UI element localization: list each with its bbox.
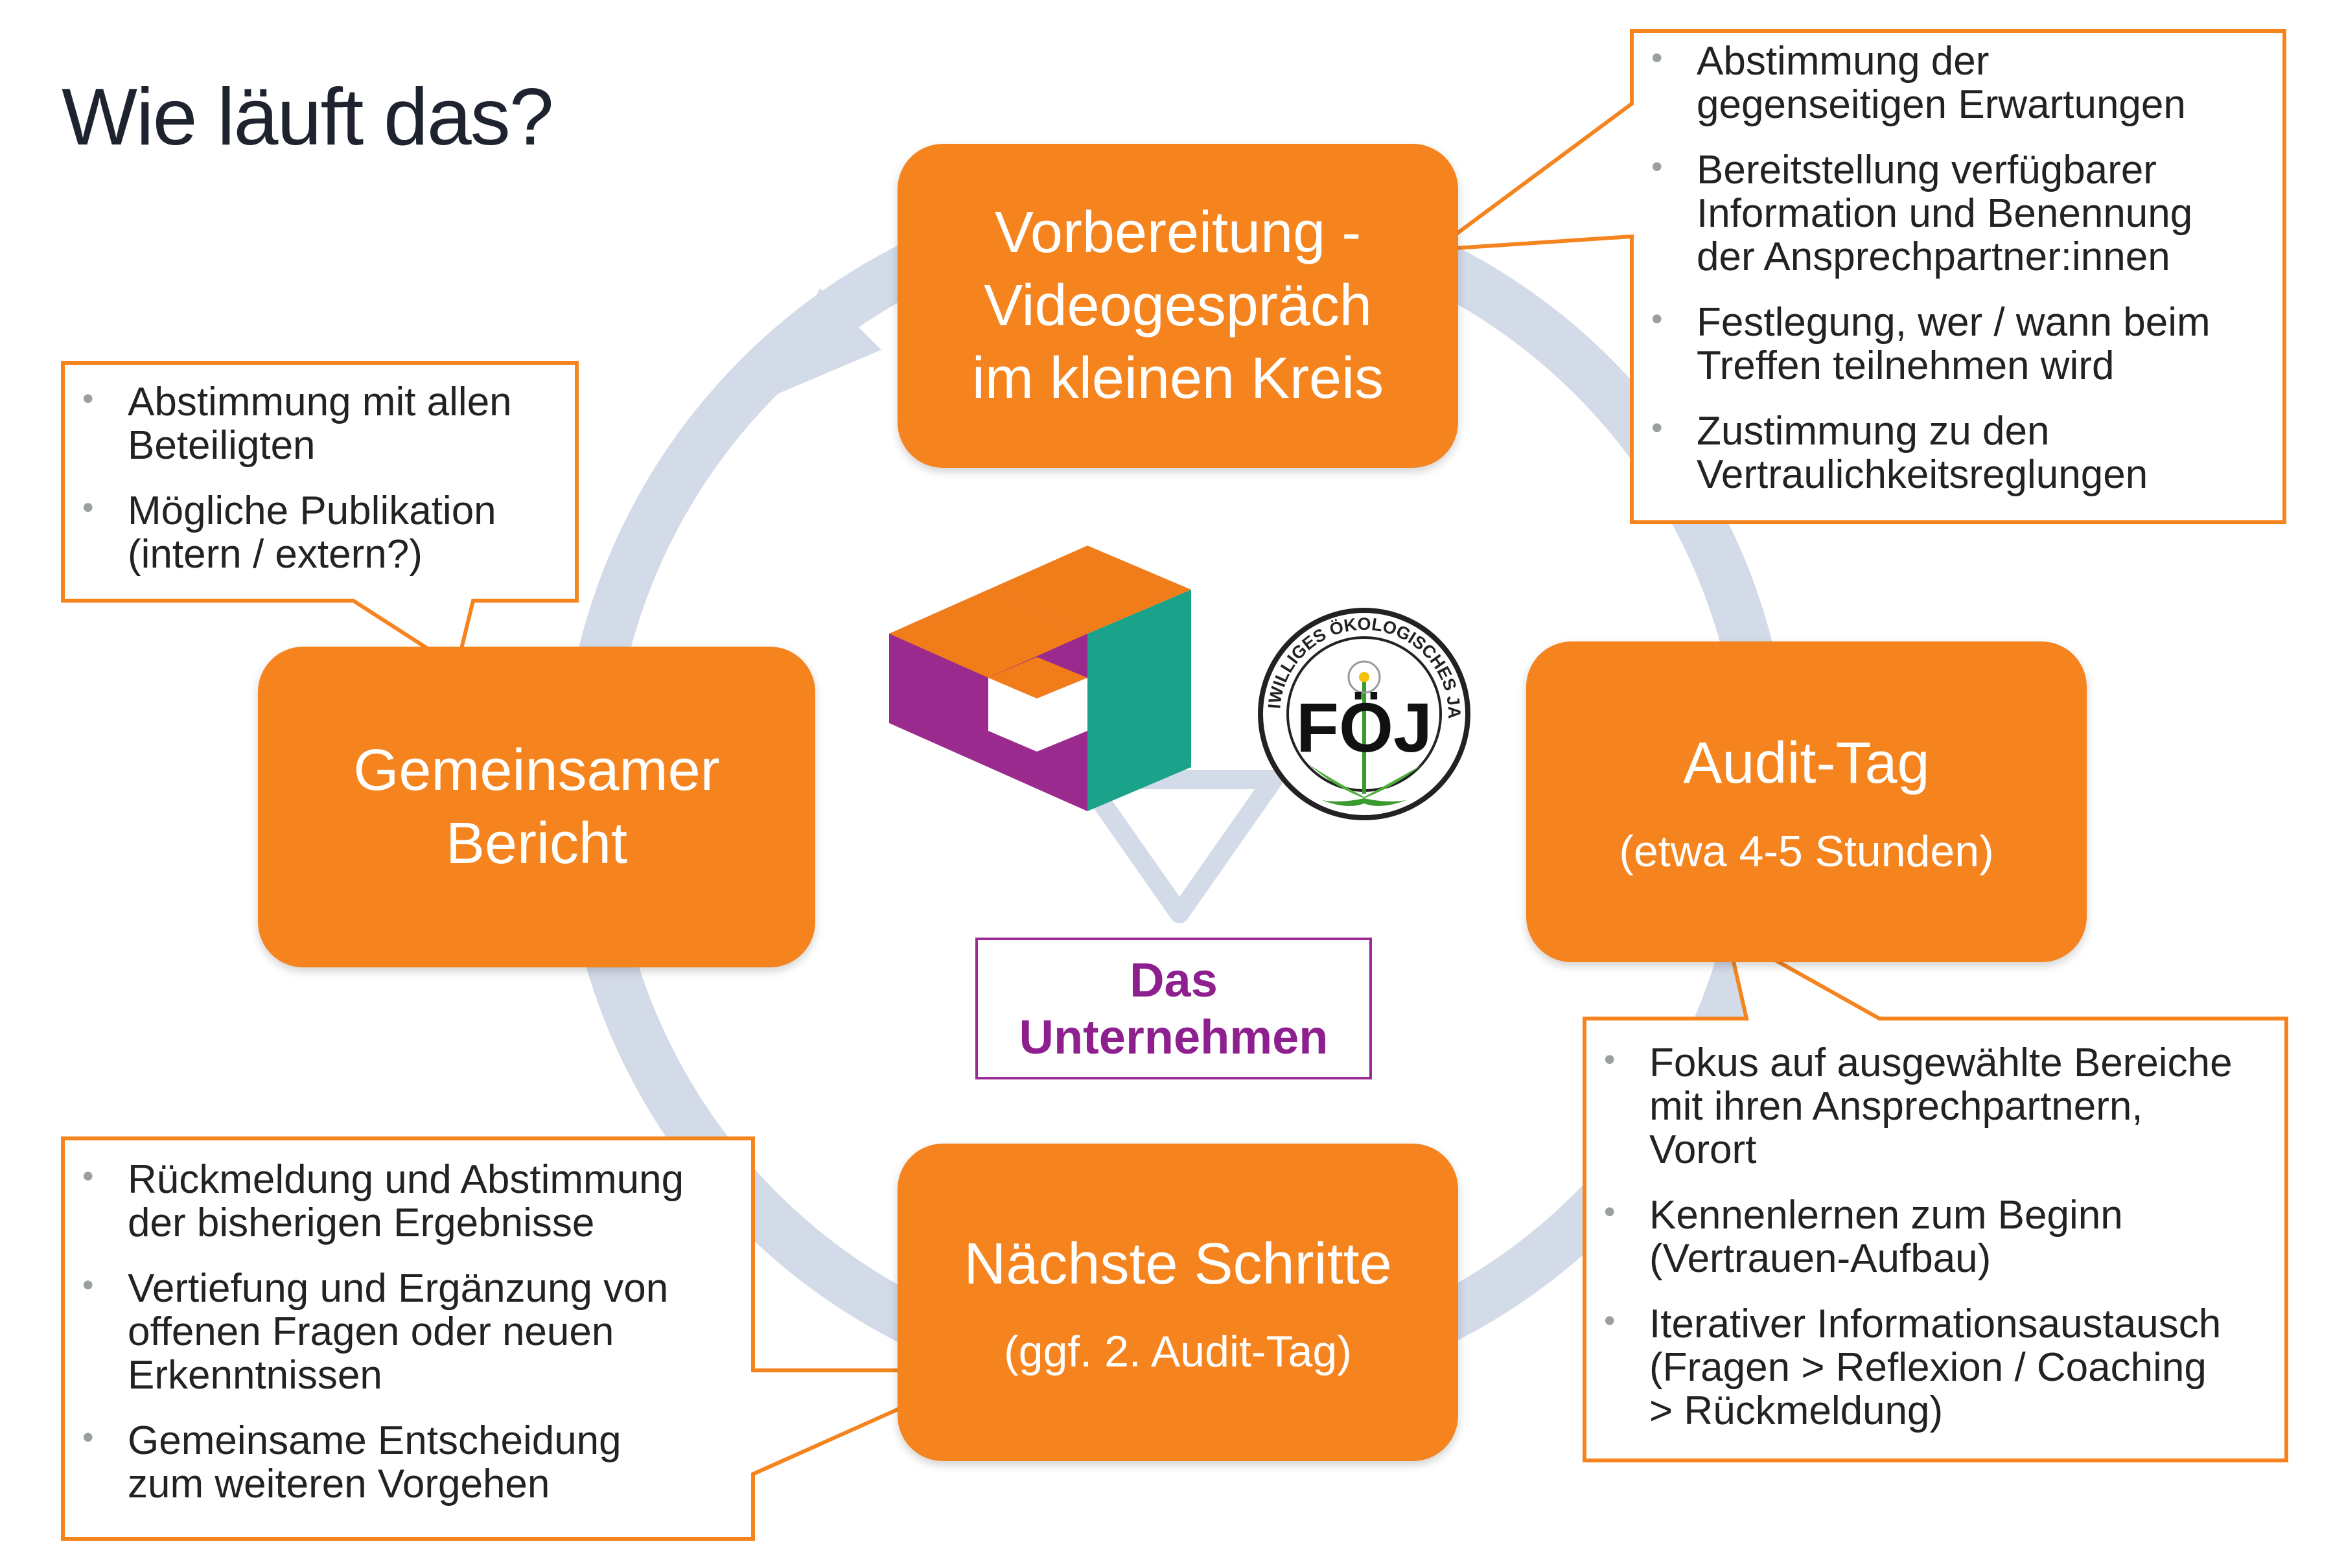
node-joint-report-line-2: Bericht — [445, 811, 628, 876]
node-preparation: Vorbereitung - Videogespräch im kleinen … — [898, 144, 1458, 468]
company-label-line-2: Unternehmen — [1019, 1009, 1329, 1064]
list-item-line: Rückmeldung und Abstimmung — [128, 1157, 684, 1202]
list-item-line: (intern / extern?) — [128, 531, 423, 577]
list-item-line: Gemeinsame Entscheidung — [128, 1418, 621, 1463]
list-item-line: Mögliche Publikation — [128, 488, 496, 533]
list-item: Zustimmung zu den Vertraulichkeitsreglun… — [1632, 408, 2280, 497]
list-item: Kennenlernen zum Beginn (Vertrauen-Aufba… — [1584, 1192, 2284, 1281]
callout-bottom-left-list: Rückmeldung und Abstimmung der bisherige… — [63, 1157, 750, 1506]
node-joint-report: Gemeinsamer Bericht — [258, 647, 815, 967]
foej-letters: FÖJ — [1296, 688, 1432, 767]
list-item-line: (Vertrauen-Aufbau) — [1649, 1236, 1991, 1281]
node-joint-report-line-1: Gemeinsamer — [353, 738, 720, 803]
cycle-arrowhead — [771, 288, 881, 397]
list-item-line: Treffen teilnehmen wird — [1697, 343, 2115, 388]
node-preparation-line-1: Vorbereitung - — [994, 200, 1362, 266]
node-next-steps: Nächste Schritte (ggf. 2. Audit-Tag) — [898, 1144, 1458, 1461]
callout-bottom-left: Rückmeldung und Abstimmung der bisherige… — [63, 1157, 750, 1528]
list-item: Abstimmung der gegenseitigen Erwartungen — [1632, 40, 2280, 127]
list-item-line: zum weiteren Vorgehen — [128, 1461, 550, 1506]
node-next-steps-label: Nächste Schritte — [964, 1231, 1392, 1297]
callout-bottom-right: Fokus auf ausgewählte Bereiche mit ihren… — [1584, 1041, 2284, 1455]
list-item-line: Information und Benennung — [1697, 190, 2193, 236]
company-label-box: Das Unternehmen — [975, 938, 1372, 1079]
list-item-line: Kennenlernen zum Beginn — [1649, 1192, 2123, 1238]
node-preparation-line-3: im kleinen Kreis — [971, 346, 1384, 411]
list-item-line: Beteiligten — [128, 422, 316, 468]
page-title: Wie läuft das? — [62, 73, 554, 162]
list-item-line: gegenseitigen Erwartungen — [1697, 82, 2186, 127]
cube-logo — [889, 546, 1191, 811]
node-audit-day-label: Audit-Tag — [1683, 731, 1930, 796]
list-item-line: der bisherigen Ergebnisse — [128, 1200, 595, 1245]
list-item: Abstimmung mit allen Beteiligten — [63, 380, 575, 468]
callout-top-right-list: Abstimmung der gegenseitigen Erwartungen… — [1632, 40, 2280, 497]
list-item: Fokus auf ausgewählte Bereiche mit ihren… — [1584, 1041, 2284, 1172]
node-next-steps-sub: (ggf. 2. Audit-Tag) — [1004, 1327, 1352, 1377]
callout-bottom-right-list: Fokus auf ausgewählte Bereiche mit ihren… — [1584, 1041, 2284, 1433]
callout-top-right: Abstimmung der gegenseitigen Erwartungen… — [1632, 40, 2280, 519]
callout-top-left-list: Abstimmung mit allen Beteiligten Möglich… — [63, 380, 575, 577]
list-item-line: der Ansprechpartner:innen — [1697, 234, 2170, 279]
list-item-line: Iterativer Informationsaustausch — [1649, 1301, 2222, 1346]
company-label-line-1: Das — [1130, 953, 1218, 1008]
list-item-line: Zustimmung zu den — [1697, 408, 2050, 454]
node-audit-day-sub: (etwa 4-5 Stunden) — [1619, 826, 1994, 876]
list-item: Bereitstellung verfügbarer Information u… — [1632, 147, 2280, 279]
list-item-line: mit ihren Ansprechpartnern, — [1649, 1083, 2143, 1129]
callout-top-left: Abstimmung mit allen Beteiligten Möglich… — [63, 380, 575, 599]
list-item-line: Fokus auf ausgewählte Bereiche — [1649, 1041, 2233, 1085]
list-item: Rückmeldung und Abstimmung der bisherige… — [63, 1157, 750, 1245]
list-item: Iterativer Informationsaustausch (Fragen… — [1584, 1301, 2284, 1433]
list-item: Vertiefung und Ergänzung von offenen Fra… — [63, 1267, 750, 1398]
list-item-line: Festlegung, wer / wann beim — [1697, 299, 2211, 345]
list-item-line: Abstimmung der — [1697, 39, 1990, 84]
list-item: Gemeinsame Entscheidung zum weiteren Vor… — [63, 1418, 750, 1506]
list-item-line: Vertiefung und Ergänzung von — [128, 1265, 669, 1311]
down-triangle-icon — [1076, 770, 1283, 923]
list-item-line: Vertraulichkeitsreglungen — [1697, 452, 2148, 497]
list-item-line: Bereitstellung verfügbarer — [1697, 147, 2157, 192]
node-preparation-line-2: Videogespräch — [984, 273, 1372, 338]
list-item-line: Vorort — [1649, 1127, 1757, 1172]
list-item: Mögliche Publikation (intern / extern?) — [63, 488, 575, 577]
list-item-line: offenen Fragen oder neuen — [128, 1309, 614, 1354]
node-audit-day: Audit-Tag (etwa 4-5 Stunden) — [1526, 641, 2087, 962]
list-item-line: Erkenntnissen — [128, 1352, 382, 1398]
list-item-line: (Fragen > Reflexion / Coaching — [1649, 1344, 2207, 1390]
list-item-line: Abstimmung mit allen — [128, 380, 512, 424]
list-item-line: > Rückmeldung) — [1649, 1388, 1944, 1433]
list-item: Festlegung, wer / wann beim Treffen teil… — [1632, 301, 2280, 388]
